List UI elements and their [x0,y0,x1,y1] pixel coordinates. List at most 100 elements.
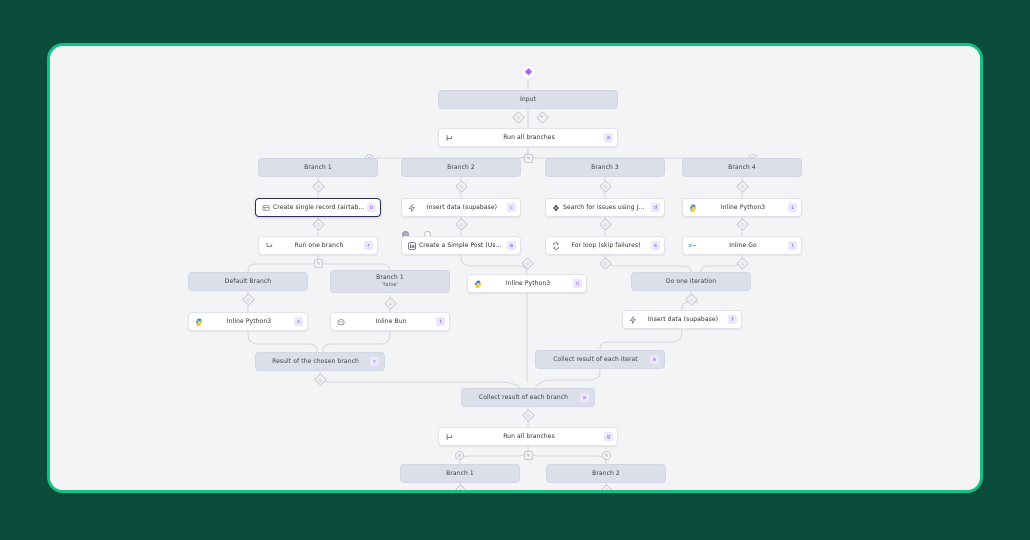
node-inline-bun[interactable]: Inline Bun t [330,312,450,331]
node-inline-python3-mid[interactable]: Inline Python3 n [467,274,587,293]
python-icon [687,202,698,213]
node-inline-python3-branch4-label: Inline Python3 [720,204,766,211]
node-do-one-iteration[interactable]: Do one iteration [631,272,751,291]
node-insert-data-supabase-1[interactable]: Insert data (supabase) c [401,198,521,217]
node-branch-2-bottom-label: Branch 2 [592,470,620,477]
node-branch-4-top[interactable]: Branch 4 [682,158,802,177]
handle-insert-branch-3[interactable]: ◇ [599,180,612,193]
node-inline-python3-left[interactable]: Inline Python3 s [188,312,308,331]
handle-remove-branch-2-bottom[interactable]: × [602,451,611,460]
node-inline-go-label: Inline Go [729,242,757,249]
node-collect-each-iteration-badge: e [650,355,659,364]
handle-glyph: ✎ [526,452,531,459]
node-create-single-record-label: Create single record (airtable) [273,204,367,211]
go-icon [687,240,698,251]
handle-glyph: ◇ [246,296,251,303]
handle-glyph: ◇ [316,221,321,228]
handle-glyph: ◇ [525,260,530,267]
handle-edit-branches-bottom[interactable]: ✎ [524,451,533,460]
node-collect-each-branch[interactable]: Collect result of each branch a [461,388,595,407]
handle-insert-branch-2[interactable]: ◇ [455,180,468,193]
node-branch-3-top[interactable]: Branch 3 [545,158,665,177]
node-create-simple-post[interactable]: Create a Simple Post (User) |... m [401,236,521,255]
node-branch-1-false-label: Branch 1 [376,274,404,282]
handle-add-input[interactable]: + [536,111,549,124]
handle-glyph: ◇ [603,260,608,267]
handle-glyph: ✎ [526,155,531,162]
branch-one-icon [263,240,274,251]
handle-insert-col2-b[interactable]: ◇ [455,218,468,231]
node-inline-go-badge: l [788,241,797,250]
handle-insert-branch-1[interactable]: ◇ [312,180,325,193]
handle-insert-branch-4[interactable]: ◇ [736,180,749,193]
workflow-window: Input ◇ + Run all branches a × ✎ × [47,43,983,493]
node-branch-1-top-label: Branch 1 [304,164,332,171]
node-result-chosen-branch[interactable]: Result of the chosen branch r [255,352,385,371]
node-collect-each-iteration-label: Collect result of each iterat [553,356,638,363]
bun-icon [335,316,346,327]
handle-glyph: ◇ [740,221,745,228]
node-create-single-record[interactable]: Create single record (airtable) b [255,198,381,217]
node-create-single-record-badge: b [367,203,376,212]
node-inline-go[interactable]: Inline Go l [682,236,802,255]
handle-insert-col3-b[interactable]: ◇ [599,218,612,231]
handle-glyph: ◇ [740,260,745,267]
node-default-branch-label: Default Branch [224,278,272,285]
handle-glyph: ◇ [458,487,463,493]
node-input-label: Input [519,96,537,103]
python-icon [193,316,204,327]
node-result-chosen-branch-label: Result of the chosen branch [272,358,359,365]
node-insert-data-supabase-2-label: Insert data (supabase) [647,316,719,323]
puzzle-icon[interactable] [521,65,536,80]
linkedin-icon [406,240,417,251]
handle-insert-result-chosen[interactable]: ◇ [314,373,327,386]
node-run-all-branches-bottom[interactable]: Run all branches g [438,427,618,446]
handle-insert-branch-1-false[interactable]: ◇ [384,297,397,310]
node-default-branch[interactable]: Default Branch [188,272,308,291]
handle-edit-branches-top[interactable]: ✎ [524,154,533,163]
branch-all-icon [443,132,454,143]
node-search-issues-jql-badge: d [651,203,660,212]
handle-glyph: ◇ [526,412,531,419]
handle-insert-default-branch[interactable]: ◇ [242,293,255,306]
node-branch-1-bottom[interactable]: Branch 1 [400,464,520,483]
node-run-one-branch-label: Run one branch [294,242,344,249]
node-search-issues-jql[interactable]: Search for issues using JQL (j... d [545,198,665,217]
handle-insert-input[interactable]: ◇ [512,111,525,124]
node-for-loop[interactable]: For loop (skip failures) e [545,236,665,255]
handle-insert-branch-1-bottom[interactable]: ◇ [454,484,467,493]
handle-glyph: ◇ [459,183,464,190]
handle-insert-col2-c[interactable]: ◇ [521,257,534,270]
node-create-simple-post-label: Create a Simple Post (User) |... [419,242,507,249]
workflow-canvas[interactable]: Input ◇ + Run all branches a × ✎ × [50,46,980,490]
handle-insert-do-one-iteration[interactable]: ◇ [685,293,698,306]
handle-insert-collect-branch[interactable]: ◇ [522,409,535,422]
handle-glyph: ◇ [689,296,694,303]
handle-glyph: ◇ [516,114,521,121]
node-run-all-branches-top-label: Run all branches [503,134,555,141]
handle-edit-run-one-branch[interactable]: ✎ [314,259,323,268]
node-inline-python3-branch4[interactable]: Inline Python3 i [682,198,802,217]
node-create-simple-post-badge: m [507,241,516,250]
node-branch-2-top-label: Branch 2 [447,164,475,171]
handle-insert-col3-c[interactable]: ◇ [599,257,612,270]
handle-glyph: × [604,452,609,459]
handle-insert-col4-b[interactable]: ◇ [736,218,749,231]
node-input[interactable]: Input [438,90,618,109]
node-branch-4-top-label: Branch 4 [728,164,756,171]
handle-insert-branch-2-bottom[interactable]: ◇ [600,484,613,490]
node-branch-2-top[interactable]: Branch 2 [401,158,521,177]
node-insert-data-supabase-2[interactable]: Insert data (supabase) f [622,310,742,329]
handle-insert-col1-b[interactable]: ◇ [312,218,325,231]
node-branch-1-false-sublabel: 'false' [381,281,399,288]
node-run-all-branches-top[interactable]: Run all branches a [438,128,618,147]
loop-icon [550,240,561,251]
handle-insert-col4-c[interactable]: ◇ [736,257,749,270]
node-branch-2-bottom[interactable]: Branch 2 [546,464,666,483]
node-collect-each-iteration[interactable]: Collect result of each iterat e [535,350,665,369]
node-run-one-branch[interactable]: Run one branch r [258,236,378,255]
node-branch-1-top[interactable]: Branch 1 [258,158,378,177]
handle-glyph: ◇ [316,183,321,190]
handle-remove-branch-1-bottom[interactable]: × [455,451,464,460]
node-branch-1-false[interactable]: Branch 1 'false' [330,270,450,293]
